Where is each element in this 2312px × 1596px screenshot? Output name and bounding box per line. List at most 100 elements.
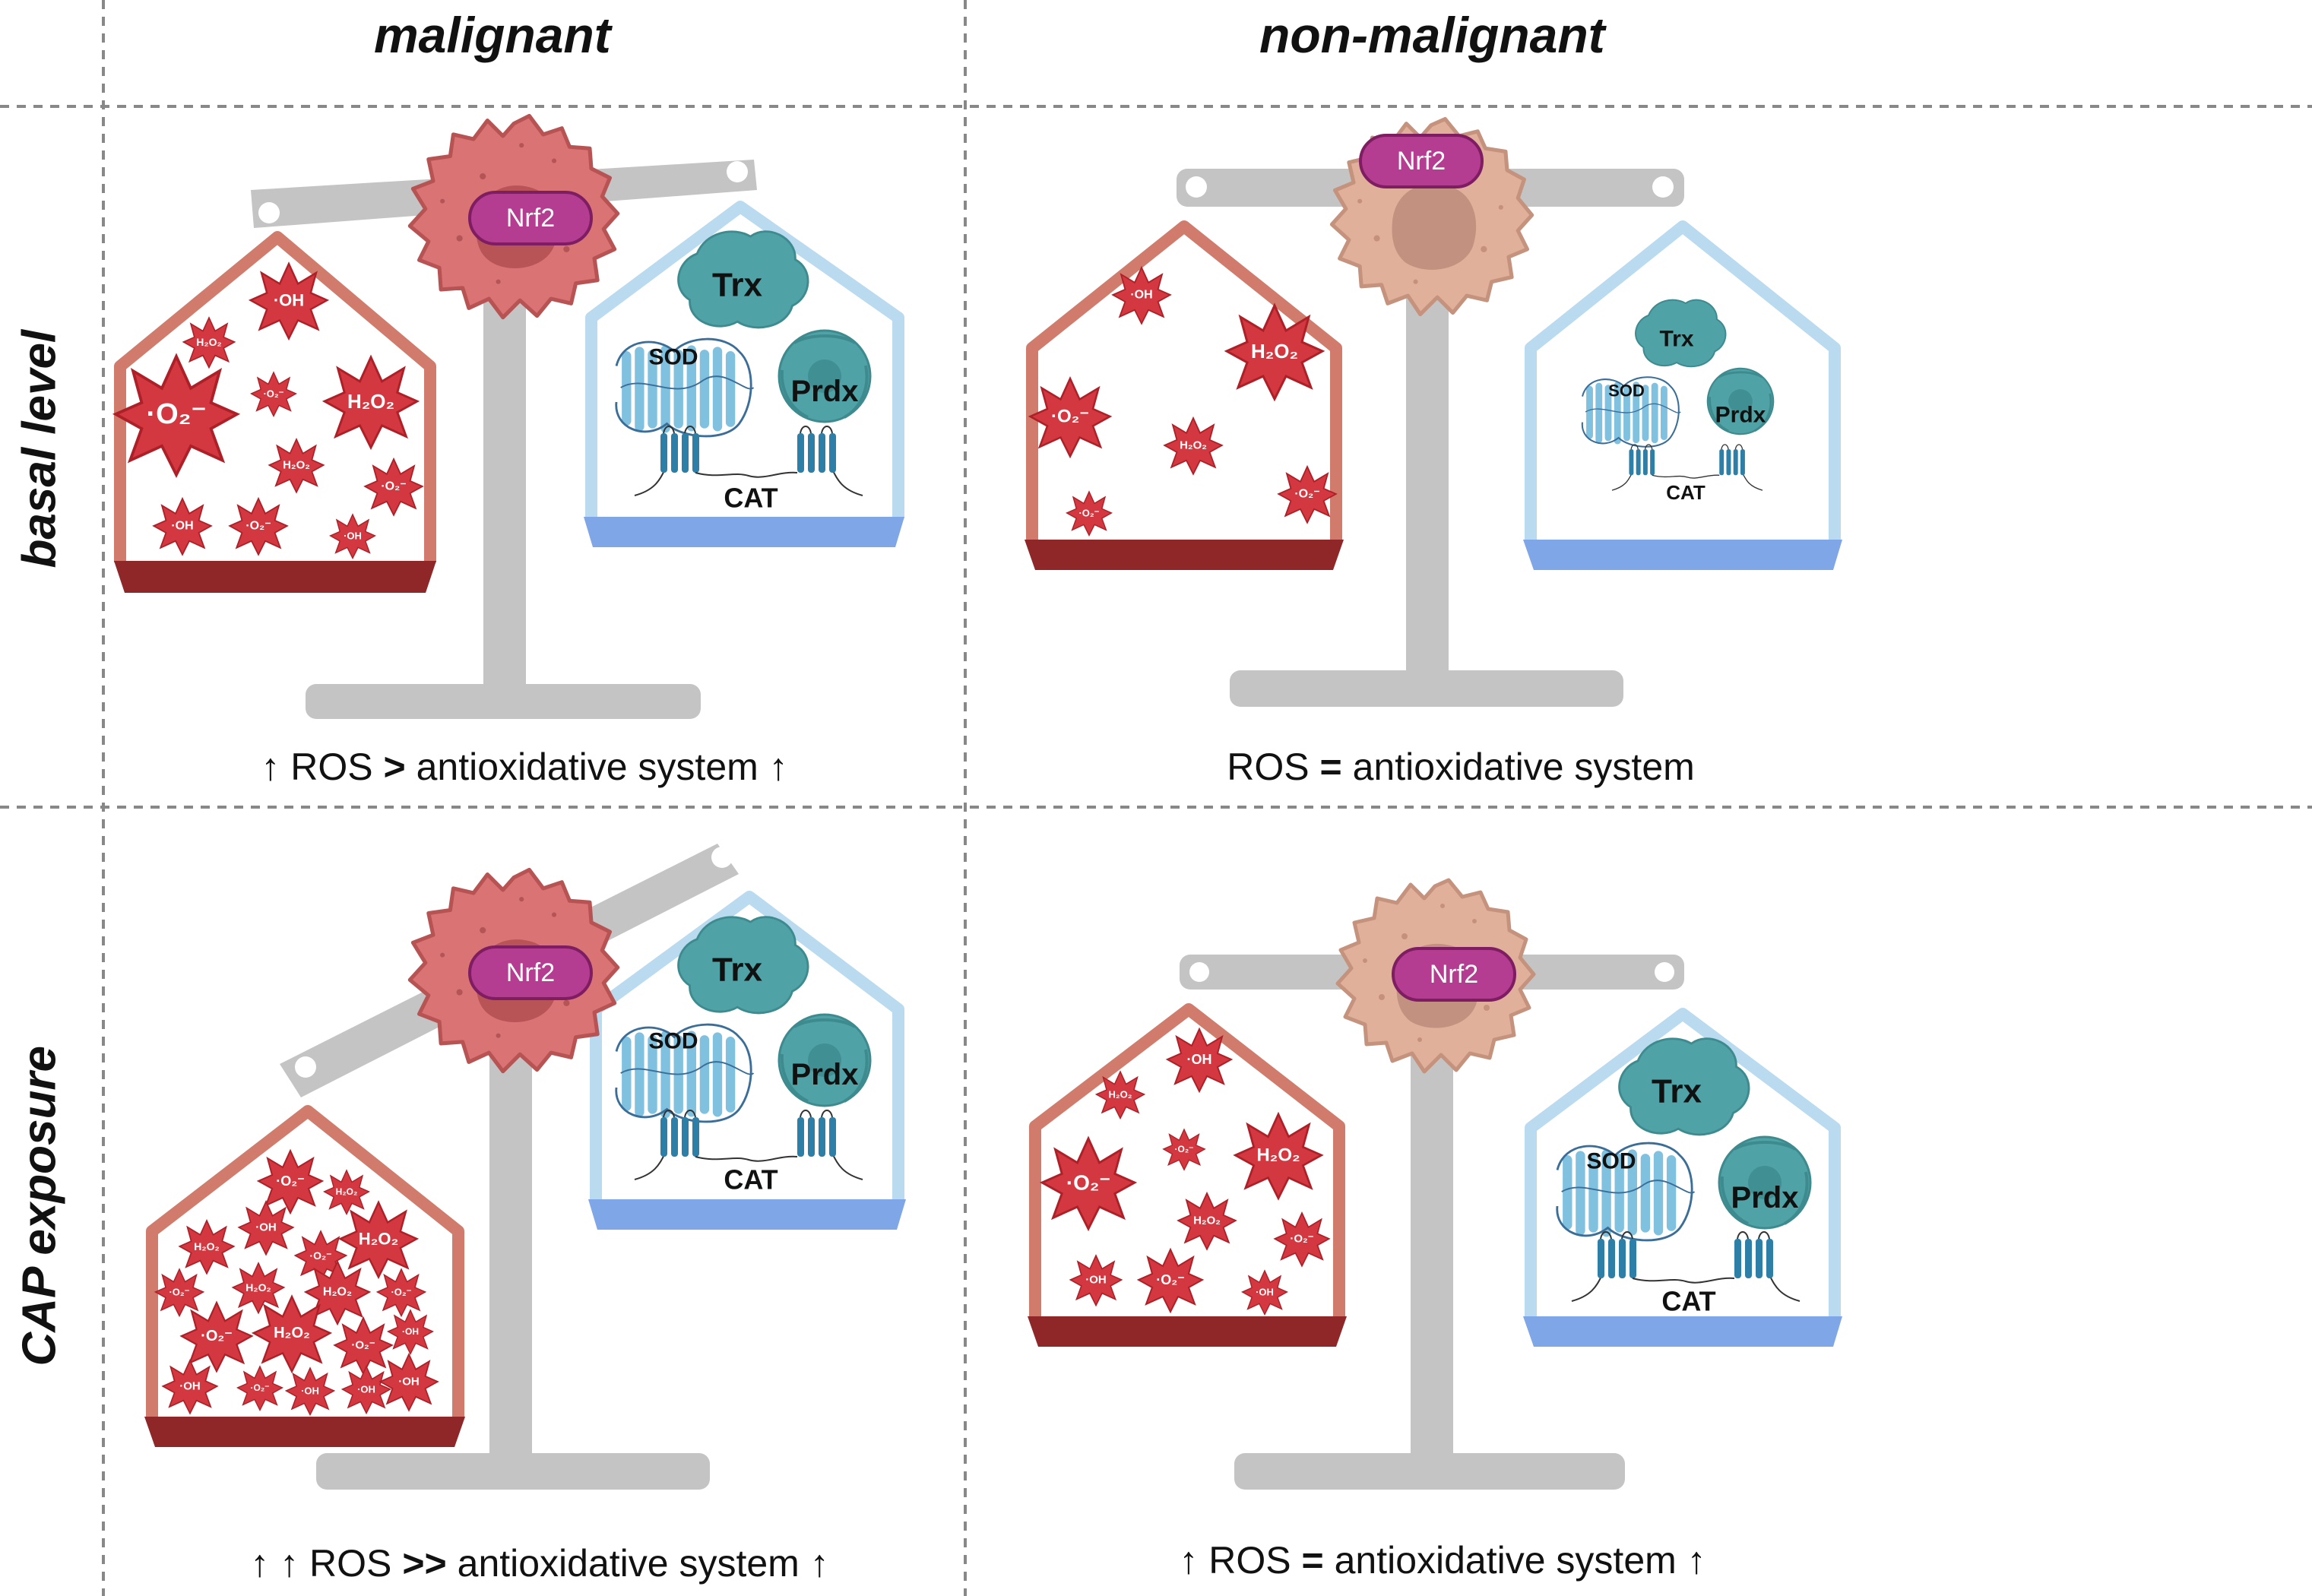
oh-label: ·OH — [1187, 1052, 1212, 1067]
o2-label: ·O₂⁻ — [1051, 407, 1089, 427]
oh-label: ·OH — [344, 530, 362, 542]
column-header-malignant: malignant — [374, 7, 611, 63]
o2-label: ·O₂⁻ — [1290, 1233, 1313, 1246]
sod-label: SOD — [648, 345, 698, 370]
h2o2-label: H₂O₂ — [336, 1186, 358, 1197]
o2-label: ·O₂⁻ — [201, 1328, 233, 1344]
h2o2-label: H₂O₂ — [1256, 1145, 1300, 1166]
oh-label: ·OH — [171, 520, 193, 533]
caption-post: antioxidative system ↑ — [1334, 1539, 1706, 1582]
normal-cell-basal: Nrf2 — [1332, 119, 1531, 315]
panel-basal-nonmalignant: ·OH H₂O₂ ·O₂⁻ H₂O₂ ·O₂⁻ ·O₂⁻ Trx SOD Prd… — [1025, 119, 1842, 707]
antiox-house-nonmalignant — [1523, 220, 1842, 570]
cat-label: CAT — [724, 1164, 778, 1195]
oh-label: ·OH — [1130, 289, 1152, 302]
sod-label: SOD — [1608, 382, 1645, 401]
o2-label: ·O₂⁻ — [276, 1173, 305, 1189]
column-header-non-malignant: non-malignant — [1259, 7, 1605, 63]
o2-label: ·O₂⁻ — [1078, 508, 1099, 519]
cat-label: CAT — [1661, 1286, 1715, 1317]
caption-operator: = — [1319, 746, 1342, 788]
caption-cap-malignant: ↑ ↑ ROS >> antioxidative system ↑ — [250, 1541, 828, 1585]
caption-operator: = — [1301, 1539, 1324, 1582]
caption-post: antioxidative system ↑ — [457, 1542, 829, 1585]
prdx-label: Prdx — [1715, 403, 1766, 428]
caption-basal-malignant: ↑ ROS > antioxidative system ↑ — [261, 745, 787, 789]
prdx-label: Prdx — [791, 1058, 859, 1091]
o2-label: ·O₂⁻ — [146, 398, 206, 430]
oh-label: ·OH — [398, 1376, 420, 1389]
caption-operator: > — [383, 746, 406, 788]
antiox-house-cap-malignant — [588, 891, 906, 1230]
o2-label: ·O₂⁻ — [263, 388, 283, 400]
h2o2-label: H₂O₂ — [274, 1325, 310, 1341]
caption-pre: ROS — [1227, 746, 1310, 788]
caption-post: antioxidative system ↑ — [416, 746, 788, 788]
oh-label: ·OH — [1256, 1287, 1274, 1298]
h2o2-label: H₂O₂ — [1108, 1089, 1132, 1100]
oh-label: ·OH — [255, 1221, 277, 1234]
h2o2-label: H₂O₂ — [283, 459, 310, 472]
antiox-labels-basal-nonmalignant: Trx SOD Prdx CAT — [1608, 327, 1766, 505]
panel-basal-malignant: ·O₂⁻ ·OH H₂O₂ H₂O₂ ·O₂⁻ H₂O₂ ·O₂⁻ ·OH ·O… — [114, 116, 904, 719]
o2-label: ·O₂⁻ — [309, 1249, 331, 1262]
nrf2-label: Nrf2 — [506, 958, 555, 987]
h2o2-label: H₂O₂ — [323, 1286, 352, 1299]
h2o2-label: H₂O₂ — [359, 1230, 399, 1249]
antiox-labels-basal-malignant: Trx SOD Prdx CAT — [648, 267, 858, 514]
antiox-house-basal-malignant — [584, 201, 904, 547]
ros-labels-cap-nonmalignant: ·OH H₂O₂ H₂O₂ ·O₂⁻ ·O₂⁻ H₂O₂ ·O₂⁻ ·OH ·O… — [1066, 1052, 1314, 1298]
nrf2-label: Nrf2 — [506, 204, 555, 233]
antiox-labels-cap-nonmalignant: Trx SOD Prdx CAT — [1586, 1073, 1798, 1317]
o2-label: ·O₂⁻ — [251, 1382, 270, 1393]
caption-post: antioxidative system — [1352, 746, 1695, 788]
oh-label: ·OH — [179, 1380, 201, 1393]
caption-cap-nonmalignant: ↑ ROS = antioxidative system ↑ — [1179, 1538, 1705, 1582]
o2-label: ·O₂⁻ — [351, 1339, 375, 1352]
o2-label: ·O₂⁻ — [169, 1287, 189, 1298]
nrf2-label: Nrf2 — [1397, 147, 1446, 176]
o2-label: ·O₂⁻ — [1156, 1272, 1185, 1287]
ros-labels-basal-nonmalignant: ·OH H₂O₂ ·O₂⁻ H₂O₂ ·O₂⁻ ·O₂⁻ — [1051, 289, 1320, 519]
prdx-label: Prdx — [791, 375, 859, 408]
ros-labels-basal-malignant: ·O₂⁻ ·OH H₂O₂ H₂O₂ ·O₂⁻ H₂O₂ ·O₂⁻ ·OH ·O… — [146, 291, 406, 542]
prdx-label: Prdx — [1731, 1181, 1799, 1214]
sod-label: SOD — [1586, 1149, 1636, 1174]
o2-label: ·O₂⁻ — [245, 520, 271, 533]
caption-pre: ↑ ROS — [261, 746, 373, 788]
caption-pre: ↑ ↑ ROS — [250, 1542, 392, 1585]
caption-basal-nonmalignant: ROS = antioxidative system — [1227, 745, 1695, 789]
h2o2-label: H₂O₂ — [196, 336, 221, 348]
normal-cell-cap: Nrf2 — [1338, 880, 1534, 1072]
antiox-labels-cap-malignant: Trx SOD Prdx CAT — [648, 952, 858, 1195]
h2o2-label: H₂O₂ — [1193, 1214, 1221, 1227]
o2-label: ·O₂⁻ — [1294, 488, 1319, 501]
trx-label: Trx — [712, 267, 763, 304]
cat-label: CAT — [1666, 481, 1705, 504]
h2o2-label: H₂O₂ — [347, 390, 394, 413]
panel-cap-nonmalignant: ·OH H₂O₂ H₂O₂ ·O₂⁻ ·O₂⁻ H₂O₂ ·O₂⁻ ·OH ·O… — [1028, 880, 1842, 1490]
trx-label: Trx — [712, 952, 763, 989]
ros-house-nonmalignant — [1025, 220, 1344, 570]
h2o2-label: H₂O₂ — [1180, 439, 1207, 452]
nrf2-label: Nrf2 — [1430, 960, 1478, 989]
o2-label: ·O₂⁻ — [381, 480, 406, 493]
panel-cap-malignant: ·O₂⁻ H₂O₂ ·OH H₂O₂ H₂O₂ ·O₂⁻ H₂O₂ H₂O₂ ·… — [144, 844, 906, 1490]
oh-label: ·OH — [402, 1326, 419, 1337]
oh-label: ·OH — [301, 1385, 319, 1397]
malignant-cell-cap: Nrf2 — [410, 869, 617, 1071]
caption-operator: >> — [402, 1542, 447, 1585]
h2o2-label: H₂O₂ — [1251, 340, 1298, 363]
trx-label: Trx — [1652, 1073, 1702, 1110]
oh-label: ·OH — [357, 1384, 375, 1395]
trx-label: Trx — [1659, 327, 1693, 352]
o2-label: ·O₂⁻ — [1175, 1144, 1194, 1154]
sod-label: SOD — [648, 1029, 698, 1054]
h2o2-label: H₂O₂ — [245, 1281, 271, 1294]
cat-label: CAT — [724, 483, 778, 514]
o2-label: ·O₂⁻ — [1066, 1171, 1110, 1195]
ros-labels-cap-malignant: ·O₂⁻ H₂O₂ ·OH H₂O₂ H₂O₂ ·O₂⁻ H₂O₂ H₂O₂ ·… — [169, 1173, 419, 1397]
